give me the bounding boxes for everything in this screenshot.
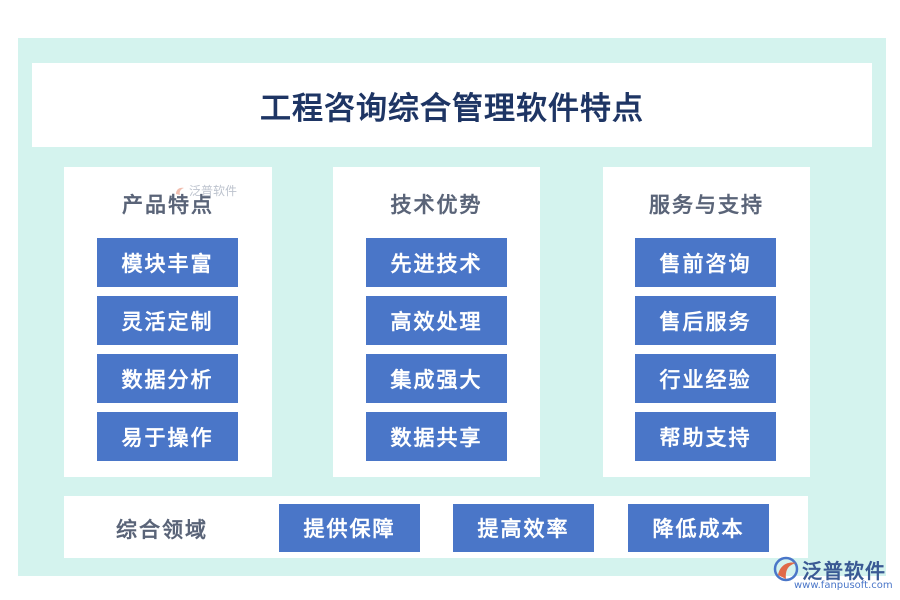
- feature-pill: 售后服务: [635, 296, 776, 345]
- watermark-small: 泛普软件: [174, 182, 237, 199]
- feature-pill: 集成强大: [366, 354, 507, 403]
- card-heading: 技术优势: [390, 193, 483, 217]
- brand-logo-icon: [773, 556, 799, 582]
- feature-pill: 帮助支持: [635, 412, 776, 461]
- feature-pill: 先进技术: [366, 238, 507, 287]
- feature-pill: 易于操作: [97, 412, 238, 461]
- feature-pill: 模块丰富: [97, 238, 238, 287]
- outcome-pill: 提供保障: [279, 504, 420, 552]
- diagram-title: 工程咨询综合管理软件特点: [260, 90, 644, 127]
- feature-pill: 数据共享: [366, 412, 507, 461]
- feature-pill: 行业经验: [635, 354, 776, 403]
- brand-logo-name: 泛普软件: [802, 559, 886, 583]
- feature-pill: 高效处理: [366, 296, 507, 345]
- feature-pill: 售前咨询: [635, 238, 776, 287]
- brand-logo: 泛普软件 www.fanpusoft.com: [772, 553, 896, 597]
- brand-logo-url: www.fanpusoft.com: [794, 580, 893, 591]
- feature-pill: 数据分析: [97, 354, 238, 403]
- bottom-label: 综合领域: [116, 518, 208, 542]
- card-heading: 服务与支持: [649, 193, 764, 217]
- card-heading: 产品特点: [122, 193, 214, 217]
- watermark-small-text: 泛普软件: [189, 184, 238, 198]
- watermark-logo-icon: [176, 187, 184, 195]
- title-box: 工程咨询综合管理软件特点: [32, 63, 872, 147]
- outcome-pill: 降低成本: [628, 504, 769, 552]
- feature-pill: 灵活定制: [97, 296, 238, 345]
- outcome-pill: 提高效率: [453, 504, 594, 552]
